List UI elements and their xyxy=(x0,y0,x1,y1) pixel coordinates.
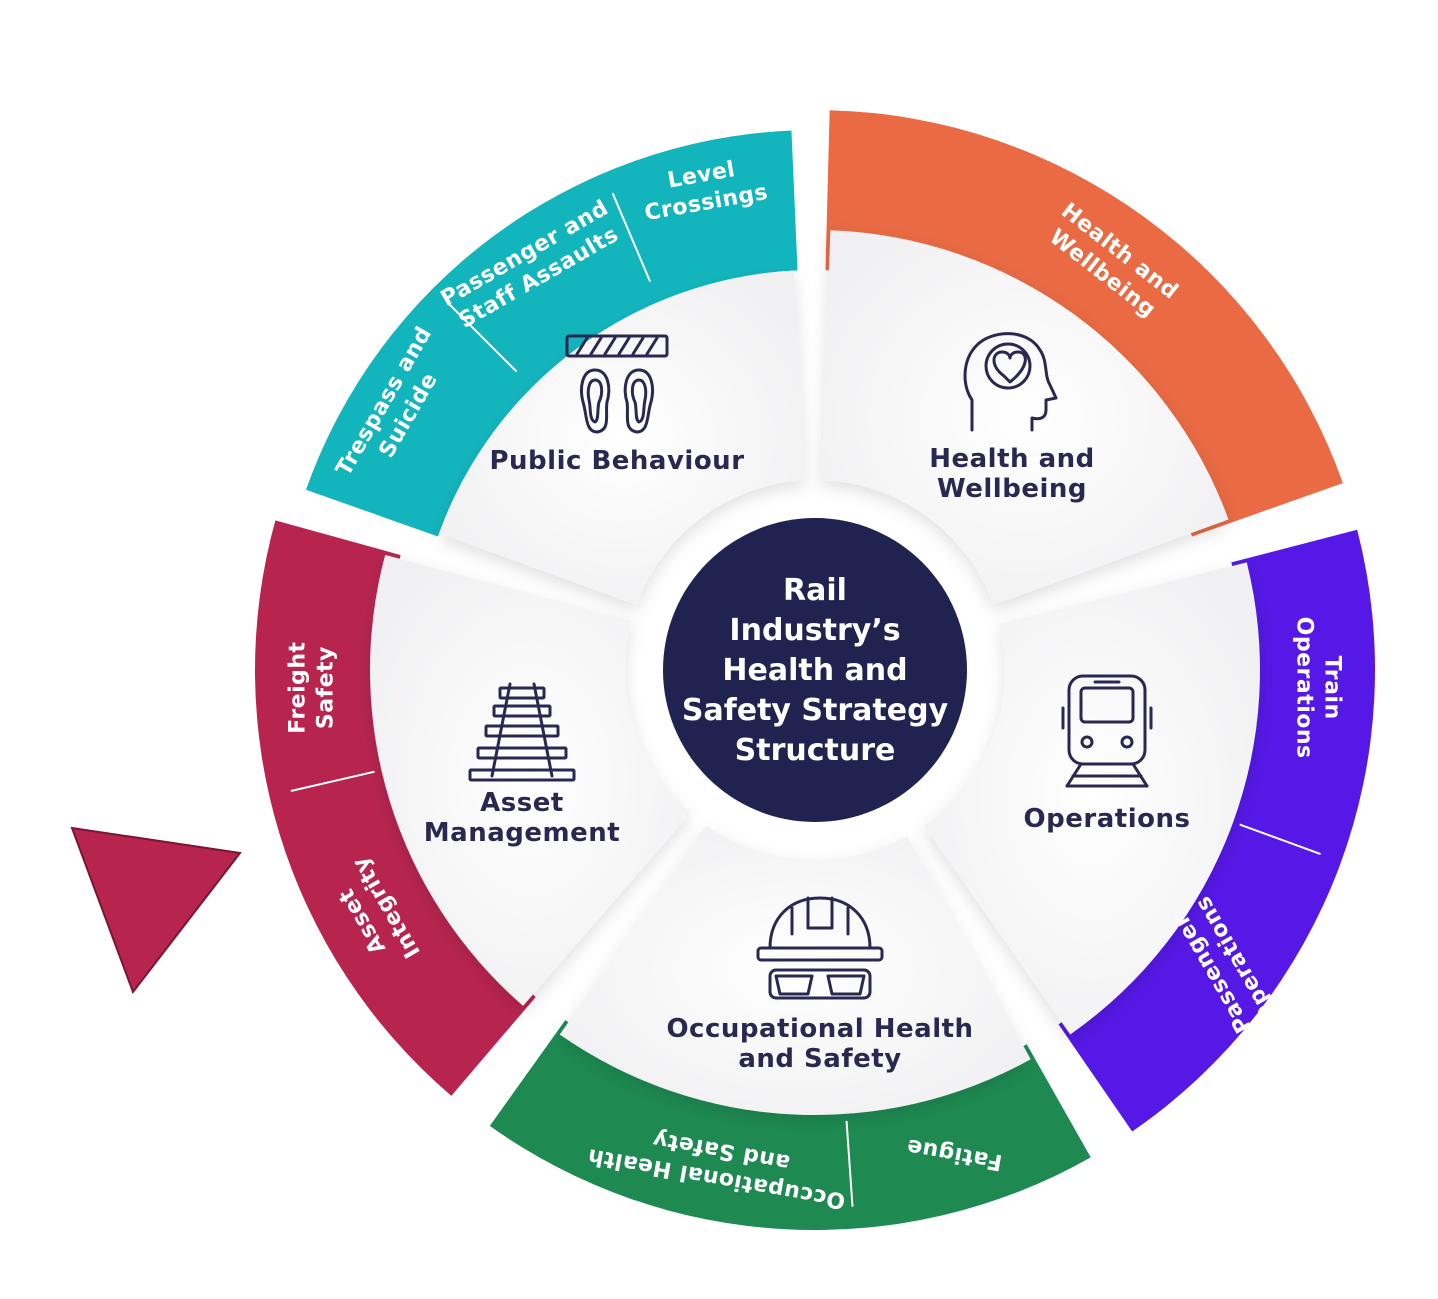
ring-divider xyxy=(611,192,652,282)
ring-item-label: Operations xyxy=(1292,617,1317,759)
head-heart-icon xyxy=(963,332,1058,432)
segment-label-line: Asset xyxy=(480,788,564,818)
segment-public-behaviour[interactable] xyxy=(439,270,806,606)
ring-divider xyxy=(1239,823,1321,855)
ring-divider xyxy=(448,303,518,373)
segment-label-line: Management xyxy=(424,818,620,848)
center-title-line: Rail xyxy=(783,573,847,608)
center-title-line: Structure xyxy=(735,733,896,768)
segment-label-line: Operations xyxy=(1024,804,1191,834)
segment-label-line: Public Behaviour xyxy=(489,446,744,476)
train-icon xyxy=(1061,674,1153,788)
segment-label-operations: Operations xyxy=(1024,804,1191,834)
barrier-footprints-icon xyxy=(565,334,669,434)
segment-label-line: Health and xyxy=(929,444,1095,474)
segment-label-line: Wellbeing xyxy=(937,474,1087,504)
center-title-line: Safety Strategy xyxy=(682,693,949,728)
ring-item-label: Train xyxy=(1320,656,1345,720)
segment-label-line: Occupational Health xyxy=(666,1014,973,1044)
segment-label-public-behaviour: Public Behaviour xyxy=(489,446,744,476)
segment-operations[interactable] xyxy=(923,562,1261,1035)
center-title-line: Industry’s xyxy=(729,613,900,648)
pointer-triangle-icon xyxy=(70,826,242,995)
ring-item-label: Freight xyxy=(285,641,310,733)
railway-track-icon xyxy=(468,682,576,782)
center-title-line: Health and xyxy=(722,653,907,688)
ring-divider xyxy=(845,1120,854,1207)
ring-divider xyxy=(290,770,375,792)
segment-health-wellbeing[interactable] xyxy=(821,230,1229,606)
ring-band-public-behaviour xyxy=(305,130,798,537)
center-circle xyxy=(663,518,967,822)
hard-hat-goggles-icon xyxy=(756,896,884,1000)
segment-label-line: and Safety xyxy=(738,1044,901,1074)
ring-item-label: Safety xyxy=(313,646,338,729)
